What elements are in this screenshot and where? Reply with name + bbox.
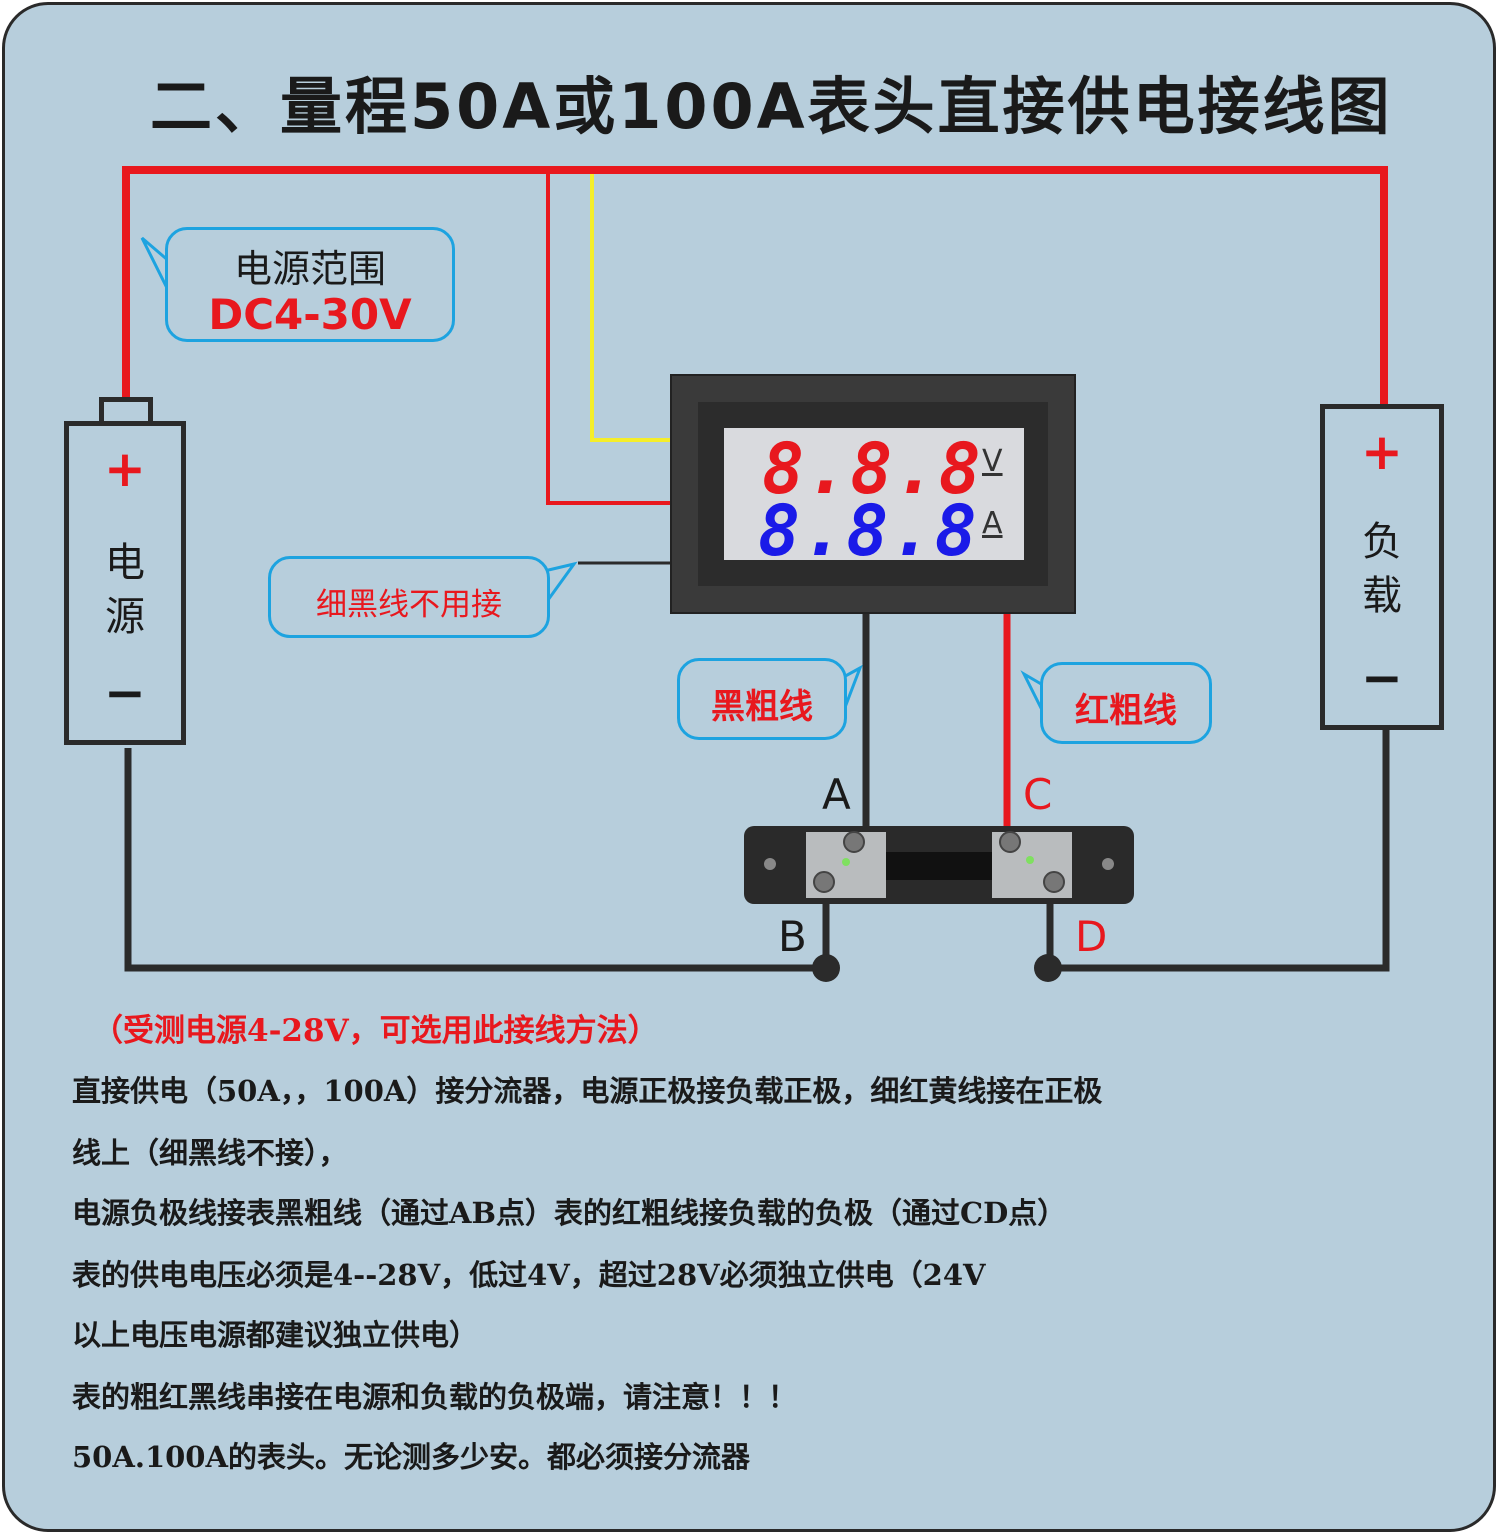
- voltage-range-note: （受测电源4-28V，可选用此接线方法）: [92, 1013, 659, 1049]
- note-line: 线上（细黑线不接），: [72, 1136, 348, 1170]
- diagram-title: 二、量程50A或100A表头直接供电接线图: [150, 70, 1393, 143]
- negative-wire-b: [124, 748, 828, 972]
- shunt-resistor: [744, 826, 1134, 904]
- thin-yellow-wire: [590, 174, 672, 442]
- current-readout: 8.8.8: [758, 490, 979, 572]
- voltage-unit: V: [982, 444, 1003, 479]
- power-range-value: DC4-30V: [208, 290, 412, 339]
- voltage-readout: 8.8.8: [762, 428, 983, 510]
- meter-screen: 8.8.8 8.8.8 V A: [724, 428, 1024, 572]
- shunt-graphic: [764, 831, 1114, 898]
- load-minus-sign: −: [1361, 649, 1403, 707]
- battery-minus-sign: −: [104, 664, 146, 722]
- thin-black-wire-label: 细黑线不用接: [316, 587, 502, 623]
- current-unit: A: [982, 506, 1003, 541]
- point-d-label: D: [1075, 912, 1108, 961]
- load-plus-sign: +: [1361, 423, 1403, 481]
- load-box: + 负 载 −: [1320, 404, 1444, 730]
- negative-wire-d: [1048, 730, 1390, 972]
- red-positive-wire: [122, 166, 1388, 406]
- note-line: 50A.100A的表头。无论测多少安。都必须接分流器: [72, 1440, 750, 1474]
- point-a-label: A: [822, 770, 851, 819]
- red-thick-wire-label: 红粗线: [1075, 691, 1177, 731]
- power-supply-battery: + 电 源 −: [64, 421, 186, 745]
- black-thick-wire-bubble: 黑粗线: [677, 658, 847, 740]
- point-b-label: B: [778, 912, 807, 961]
- note-line: 直接供电（50A，，100A）接分流器，电源正极接负载正极，细红黄线接在正极: [72, 1074, 1103, 1108]
- meter-bezel: 8.8.8 8.8.8 V A: [698, 402, 1048, 586]
- black-thick-wire-label: 黑粗线: [711, 687, 813, 727]
- point-c-label: C: [1023, 770, 1053, 819]
- note-line: 表的粗红黑线串接在电源和负载的负极端，请注意！！！: [72, 1380, 798, 1414]
- thin-red-wire: [546, 170, 672, 505]
- wiring-layer: [122, 166, 1390, 982]
- thin-black-wire-bubble: 细黑线不用接: [268, 556, 550, 638]
- power-range-label: 电源范围: [233, 247, 386, 291]
- load-label: 负 载: [1362, 519, 1402, 619]
- battery-plus-sign: +: [104, 440, 146, 498]
- battery-terminal-cap: [99, 397, 153, 425]
- red-thick-wire-bubble: 红粗线: [1040, 662, 1212, 744]
- note-line: 表的供电电压必须是4--28V，低过4V，超过28V必须独立供电（24V: [72, 1258, 986, 1292]
- volt-amp-meter: 8.8.8 8.8.8 V A: [670, 374, 1076, 614]
- battery-label: 电 源: [105, 540, 145, 640]
- power-range-bubble: 电源范围 DC4-30V: [165, 227, 455, 342]
- junction-d: [1034, 954, 1062, 982]
- junction-b: [812, 954, 840, 982]
- note-line: 以上电压电源都建议独立供电）: [72, 1318, 479, 1352]
- note-line: 电源负极线接表黑粗线（通过AB点）表的红粗线接负载的负极（通过CD点）: [72, 1196, 1067, 1230]
